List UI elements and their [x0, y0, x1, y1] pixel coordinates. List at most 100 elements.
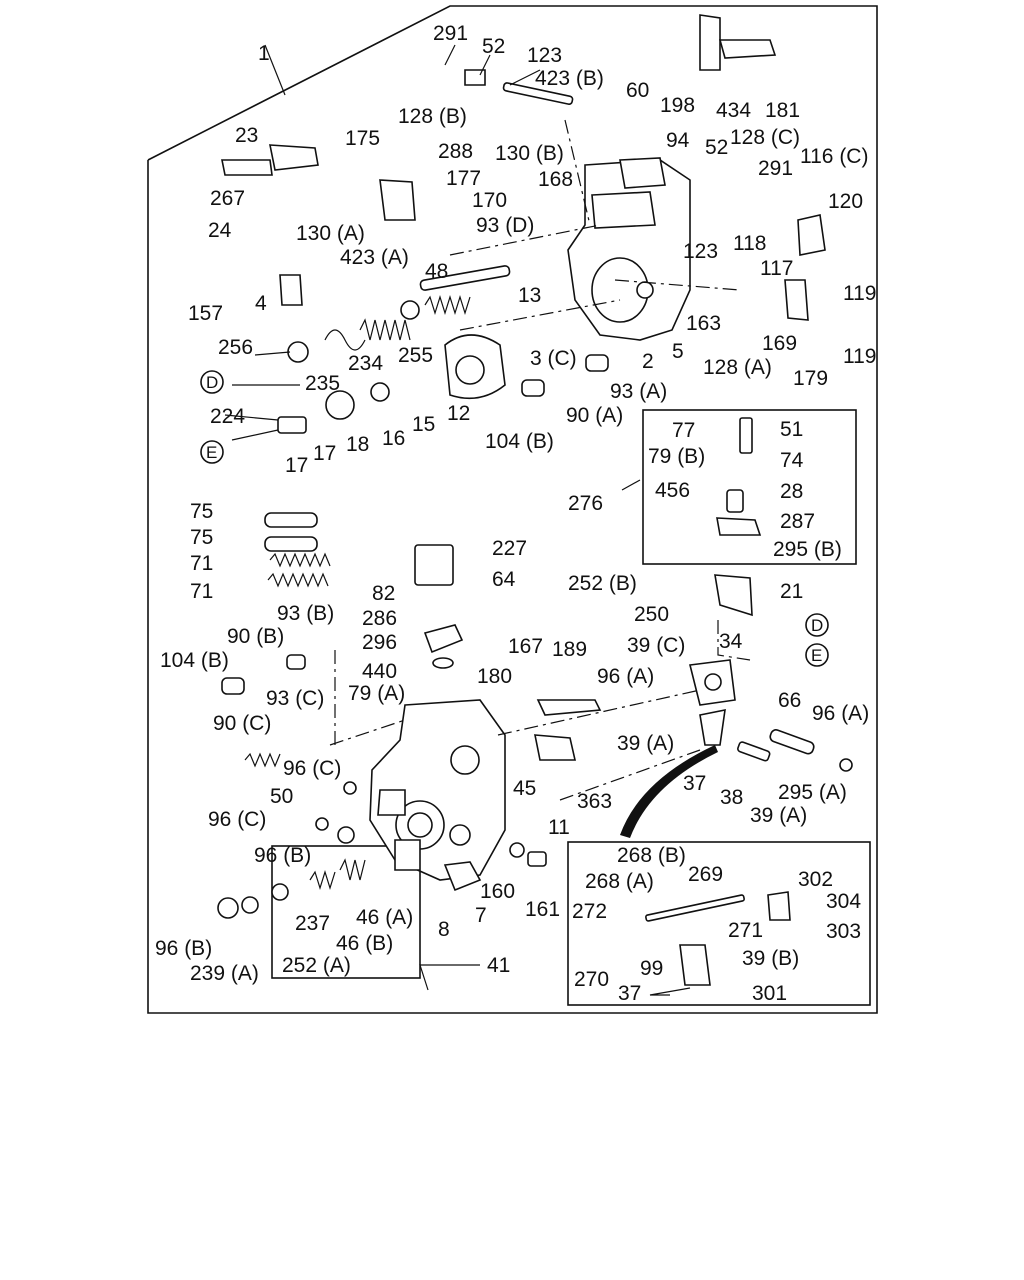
callout: 256 — [218, 336, 253, 359]
misc-parts — [217, 14, 853, 986]
callout: 96 (A) — [812, 702, 869, 725]
tubes-75 — [264, 512, 318, 552]
callout: 128 (C) — [730, 126, 800, 149]
callout: 269 — [688, 863, 723, 886]
callout: 50 — [270, 785, 293, 808]
callout: 82 — [372, 582, 395, 605]
callout: 96 (A) — [597, 665, 654, 688]
upper-housing — [567, 157, 691, 341]
callout: 167 — [508, 635, 543, 658]
callout: 79 (B) — [648, 445, 705, 468]
callout: 268 (B) — [617, 844, 686, 867]
callout: 24 — [208, 219, 232, 242]
marker-d-left-circle — [200, 370, 224, 394]
callout: 46 (A) — [356, 906, 413, 929]
callout: 39 (A) — [750, 804, 807, 827]
callout: 66 — [778, 689, 801, 712]
callout: 296 — [362, 631, 397, 654]
callout: 5 — [672, 340, 684, 363]
callout: 270 — [574, 968, 609, 991]
callout: 271 — [728, 919, 763, 942]
callout: 90 (C) — [213, 712, 271, 735]
callout: 252 (B) — [568, 572, 637, 595]
callout: 180 — [477, 665, 512, 688]
marker-d-top-circle — [805, 613, 829, 637]
reference-markers: D E D E — [200, 370, 829, 667]
callout: 198 — [660, 94, 695, 117]
callout: 2 — [642, 350, 654, 373]
callout: 21 — [780, 580, 803, 603]
callout: 71 — [190, 580, 213, 603]
inset-box-bottom-right — [567, 841, 871, 1006]
callout: 99 — [640, 957, 663, 980]
lower-housing — [369, 699, 506, 881]
callout: 272 — [572, 900, 607, 923]
callout: 120 — [828, 190, 863, 213]
callout: 440 — [362, 660, 397, 683]
callout: 104 (B) — [485, 430, 554, 453]
callout: 77 — [672, 419, 695, 442]
callout: 18 — [346, 433, 369, 456]
callout: 96 (B) — [155, 937, 212, 960]
callout: 104 (B) — [160, 649, 229, 672]
callout: 37 — [618, 982, 641, 1005]
callout: 286 — [362, 607, 397, 630]
callout: 288 — [438, 140, 473, 163]
callout: 74 — [780, 449, 804, 472]
callout: 17 — [285, 454, 308, 477]
callout: 4 — [255, 292, 267, 315]
callout: 301 — [752, 982, 787, 1005]
callout: 268 (A) — [585, 870, 654, 893]
callout: 45 — [513, 777, 536, 800]
callout: 48 — [425, 260, 448, 283]
callout: 60 — [626, 79, 649, 102]
callout: 96 (C) — [208, 808, 266, 831]
callout: 252 (A) — [282, 954, 351, 977]
callout: 123 — [683, 240, 718, 263]
callout: 189 — [552, 638, 587, 661]
callout: 227 — [492, 537, 527, 560]
callout: 93 (C) — [266, 687, 324, 710]
callout: 8 — [438, 918, 450, 941]
callout: 90 (B) — [227, 625, 284, 648]
callout: 287 — [780, 510, 815, 533]
callout: 128 (A) — [703, 356, 772, 379]
callout: 23 — [235, 124, 258, 147]
callout: 168 — [538, 168, 573, 191]
callout: 119 — [843, 282, 876, 305]
callout: 163 — [686, 312, 721, 335]
callout: 239 (A) — [190, 962, 259, 985]
callout: 160 — [480, 880, 515, 903]
callout: 175 — [345, 127, 380, 150]
callout: 267 — [210, 187, 245, 210]
callout: 118 — [733, 232, 766, 255]
callout: 117 — [760, 257, 793, 280]
callout: 170 — [472, 189, 507, 212]
callout: 234 — [348, 352, 383, 375]
callout: 52 — [705, 136, 728, 159]
inset-box-276 — [642, 409, 857, 565]
cam-ring — [444, 334, 506, 400]
callout: 90 (A) — [566, 404, 623, 427]
callout: 250 — [634, 603, 669, 626]
leader-lines — [224, 44, 691, 996]
callout: 41 — [487, 954, 510, 977]
callout: 237 — [295, 912, 330, 935]
inset-box-41 — [271, 845, 421, 979]
callout: 363 — [577, 790, 612, 813]
callout: 39 (B) — [742, 947, 799, 970]
callout: 38 — [720, 786, 743, 809]
marker-e-left-circle — [200, 440, 224, 464]
callout: 96 (C) — [283, 757, 341, 780]
callout: 128 (B) — [398, 105, 467, 128]
callout: 456 — [655, 479, 690, 502]
callout: 130 (A) — [296, 222, 365, 245]
callout: 75 — [190, 526, 213, 549]
marker-d-top: D — [811, 616, 823, 635]
callout: 51 — [780, 418, 803, 441]
callout: 1 — [258, 42, 270, 65]
callout: 64 — [492, 568, 516, 591]
callout: 291 — [433, 22, 468, 45]
callout: 93 (B) — [277, 602, 334, 625]
